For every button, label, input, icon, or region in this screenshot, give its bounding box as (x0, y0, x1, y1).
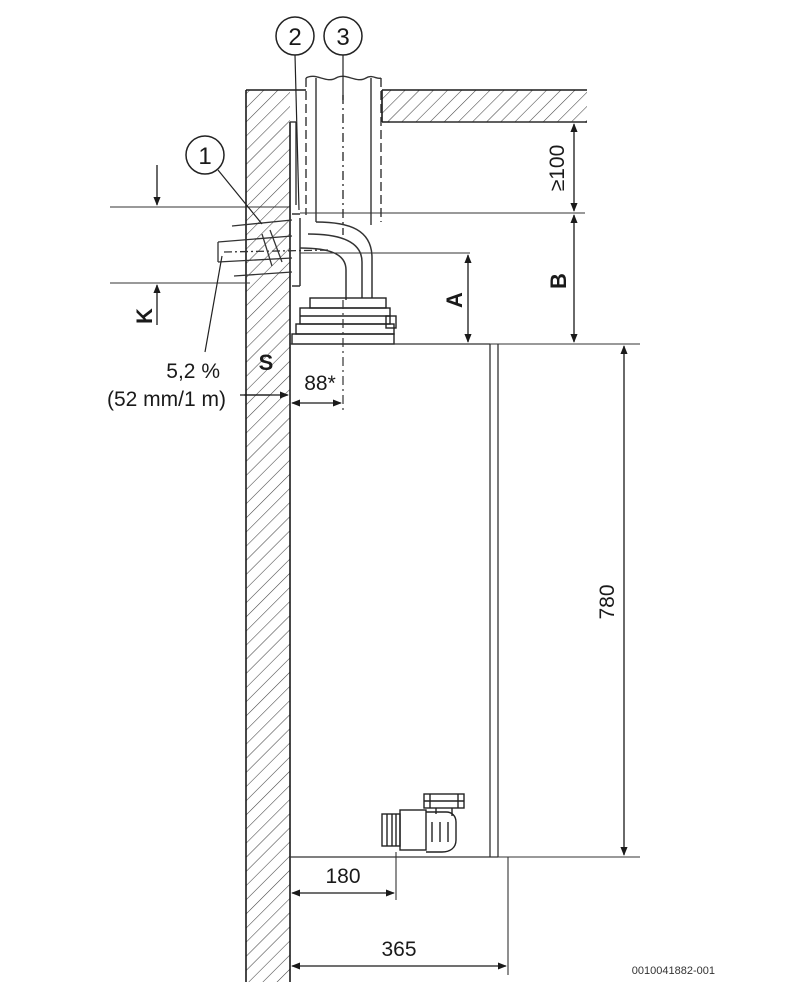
callout-2: 2 (275, 16, 315, 211)
callout-1: 1 (185, 135, 263, 225)
vertical-flue-pipe (305, 75, 382, 235)
horizontal-flue-outlet (217, 219, 331, 277)
dimension-A-label: A (442, 292, 467, 308)
dimension-S-label: S (259, 350, 274, 375)
callout-2-number: 2 (288, 24, 301, 51)
flue-elbow (292, 213, 373, 300)
depth-365-value: 365 (381, 938, 416, 961)
ceiling (381, 89, 587, 123)
depth-180-value: 180 (325, 865, 360, 888)
clearance-top-value: ≥100 (546, 145, 569, 192)
height-780-value: 780 (596, 584, 619, 619)
boiler-body (290, 343, 499, 858)
offset-88-value: 88* (304, 372, 336, 395)
elbow-fitting (381, 793, 465, 853)
callout-3-number: 3 (336, 24, 349, 51)
extension-lines (110, 121, 640, 975)
boiler-flue-connector (291, 297, 397, 345)
callout-1-number: 1 (198, 143, 211, 170)
dimension-K-label: K (132, 308, 157, 324)
figure-reference-number: 0010041882-001 (632, 965, 715, 977)
slope-percent-label: 5,2 % (166, 360, 220, 383)
dimension-B-label: B (546, 273, 571, 289)
callout-3: 3 (323, 16, 363, 100)
slope-leader (204, 255, 223, 353)
wall-bracket (290, 121, 297, 205)
dimension-arrows (153, 123, 628, 970)
slope-ratio-label: (52 mm/1 m) (107, 388, 226, 411)
